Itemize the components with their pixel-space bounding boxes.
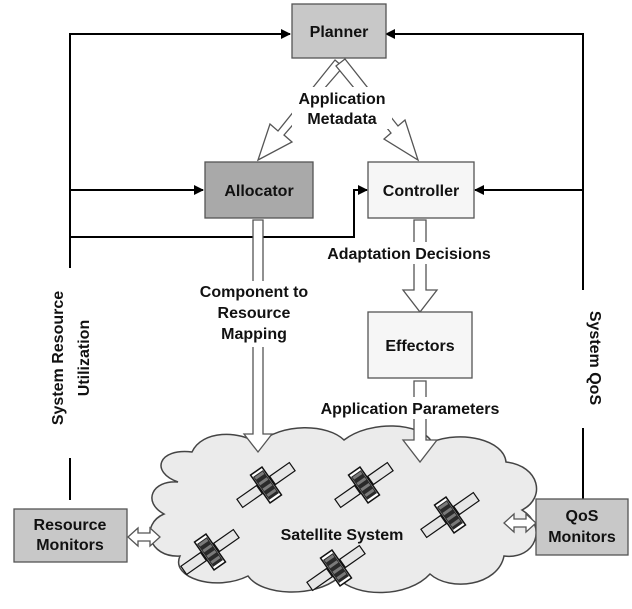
resource-monitors-label-line1: Resource: [34, 517, 107, 534]
edge-labels: Application Metadata Adaptation Decision…: [44, 87, 603, 458]
effectors-box: Effectors: [367, 311, 473, 379]
allocator-box: Allocator: [204, 161, 314, 219]
component-mapping-label-line1: Component to: [200, 284, 309, 301]
satellite-system-label: Satellite System: [281, 527, 404, 544]
qos-monitors-box: QoS Monitors: [535, 498, 629, 556]
allocator-label: Allocator: [224, 183, 293, 200]
resource-to-controller-line: [70, 185, 368, 238]
satellite-system-cloud: Satellite System: [149, 425, 538, 594]
application-metadata-label-line1: Application: [298, 91, 385, 108]
resource-monitors-satellite-arrow: [127, 526, 161, 548]
resource-monitors-label-line2: Monitors: [36, 537, 104, 554]
planner-label: Planner: [310, 24, 369, 41]
application-metadata-label-line2: Metadata: [307, 111, 376, 128]
component-mapping-label-line2: Resource: [218, 305, 291, 322]
controller-box: Controller: [367, 161, 475, 219]
effectors-label: Effectors: [385, 338, 454, 355]
controller-to-effectors-arrow: [401, 219, 439, 314]
system-qos-label: System QoS: [586, 311, 603, 406]
component-mapping-label-line3: Mapping: [221, 326, 287, 343]
qos-monitors-label-line2: Monitors: [548, 529, 616, 546]
qos-monitors-label-line1: QoS: [566, 508, 599, 525]
system-resource-label-line1: System Resource: [50, 291, 67, 425]
application-parameters-label: Application Parameters: [321, 401, 500, 418]
resource-monitors-box: Resource Monitors: [13, 508, 128, 563]
system-resource-label-line2: Utilization: [76, 320, 93, 396]
adaptation-decisions-label: Adaptation Decisions: [327, 246, 491, 263]
controller-label: Controller: [383, 183, 459, 200]
planner-box: Planner: [291, 3, 387, 59]
effectors-to-satellite-arrow: [401, 380, 439, 464]
